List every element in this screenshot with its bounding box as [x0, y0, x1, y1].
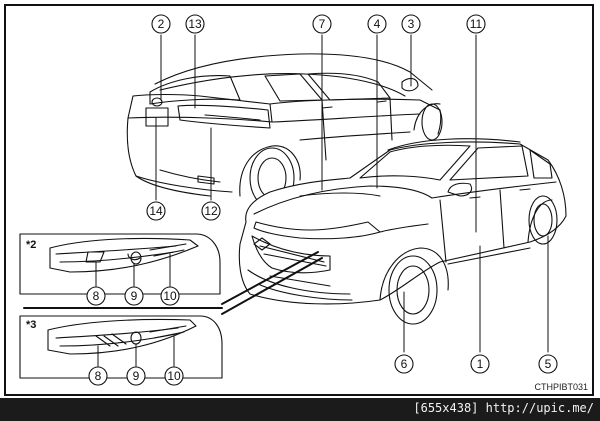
- callout-5: 5: [545, 357, 552, 371]
- callout-7: 7: [319, 17, 326, 31]
- callout-13: 13: [188, 17, 202, 31]
- callout-3: 3: [408, 17, 415, 31]
- callout-1: 1: [477, 357, 484, 371]
- callout-11: 11: [470, 17, 483, 31]
- callout-9-variant-3: 9: [133, 369, 140, 383]
- callout-8-variant-3: 8: [95, 369, 102, 383]
- inset-divider: [23, 251, 323, 315]
- callout-circles: [86, 14, 558, 386]
- document-code: CTHPIBT031: [534, 382, 588, 392]
- rear-car-illustration: [126, 53, 443, 209]
- footer-text: [655x438] http://upic.me/: [413, 401, 594, 415]
- leader-lines: [95, 34, 549, 367]
- variant-label-3: *3: [26, 319, 36, 331]
- callout-10-variant-2: 10: [163, 289, 177, 303]
- callout-9-variant-2: 9: [131, 289, 138, 303]
- front-car-illustration: [238, 141, 567, 305]
- callout-8-variant-2: 8: [93, 289, 100, 303]
- callout-6: 6: [401, 357, 408, 371]
- variant-label-2: *2: [26, 239, 36, 251]
- callout-4: 4: [374, 17, 381, 31]
- callout-10-variant-3: 10: [167, 369, 181, 383]
- callout-2: 2: [158, 17, 165, 31]
- headlamp-inset-variant-3: [19, 315, 223, 379]
- callout-14: 14: [149, 204, 163, 218]
- front-car-details: [247, 138, 558, 325]
- callout-12: 12: [204, 204, 218, 218]
- footer-bar: [655x438] http://upic.me/: [0, 398, 600, 421]
